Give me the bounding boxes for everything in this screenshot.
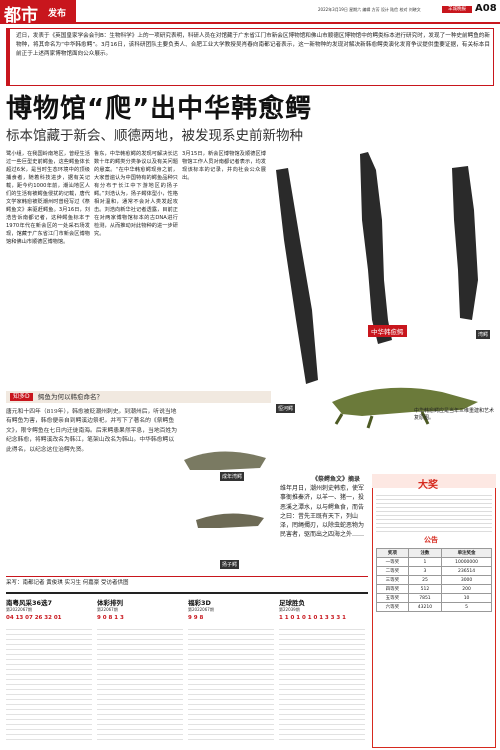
- ad-table-cell: 五等奖: [376, 593, 409, 603]
- ad-title: 大奖: [418, 480, 438, 491]
- label-young-croc: 扬子鳄: [220, 560, 240, 569]
- label-gharial: 恒河鳄: [276, 404, 296, 413]
- lottery-detail: [188, 625, 274, 743]
- ad-table-cell: 25: [407, 575, 443, 585]
- ad-table-header: 单注奖金: [441, 548, 492, 558]
- lottery-issue: 第22067期: [97, 607, 118, 612]
- lottery-detail: [97, 625, 183, 743]
- lottery-numbers: 1 1 0 1 0 1 0 1 3 3 3 1: [279, 615, 346, 621]
- knowmore-title: 鳄鱼为何以韩愈命名？: [38, 393, 103, 401]
- masthead-rule: [76, 22, 500, 24]
- ad-table-cell: 1: [407, 557, 443, 567]
- lottery-detail: [279, 625, 365, 743]
- knowmore-text: 唐元和十四年（819年），韩愈被贬潮州刺史。到潮州后，听说当地有鳄鱼为害，韩愈便…: [6, 409, 178, 453]
- knowmore-tag: 知多D: [10, 393, 33, 401]
- ad-body-text: [376, 492, 492, 532]
- lead-accent: [6, 28, 10, 86]
- ad-table-cell: 3: [407, 566, 443, 576]
- label-saltwater-croc: 湾鳄: [476, 330, 491, 339]
- lottery-numbers: 04 13 07 26 32 01: [6, 615, 62, 621]
- date-line: 2022年3月19日 星期六 编辑 方芳 设计 陆俭 校对 刘晓文: [318, 7, 421, 12]
- ad-table-cell: 43210: [407, 602, 443, 612]
- quote-text: 维年月日，潮州刺史韩愈，使军事衙推秦济，以羊一、猪一，投恶溪之潭水，以与鳄鱼食，…: [280, 485, 365, 539]
- ad-table-cell: 一等奖: [376, 557, 409, 567]
- croc-illustrations: [180, 400, 270, 570]
- ad-table-cell: 二等奖: [376, 566, 409, 576]
- ad-table-cell: 512: [407, 584, 443, 594]
- body-column-2: 鲁东，中华韩愈鳄的发现可解决长达数十年的鳄类分类争议以及有关问题的悬案。“在中华…: [94, 151, 178, 237]
- paper-badge: 羊城晚报: [442, 6, 472, 13]
- ad-table-cell: 六等奖: [376, 602, 409, 612]
- subheadline: 标本馆藏于新会、顺德两地，被发现系史前新物种: [6, 128, 303, 144]
- credits: 采写：南都记者 黄俊琪 实习生 何嘉豪 受访者供图: [6, 580, 129, 586]
- lottery-numbers: 9 0 8 1 3: [97, 615, 124, 621]
- body-column-3: 3月15日，新会区博物馆及顺德区博物馆工作人员对南都记者表示，均发现该标本的记录…: [182, 151, 266, 181]
- credits-rule: [6, 576, 368, 577]
- body-column-1: 鹭小组，在我国岭南地区，曾经生活过一些巨型史前鳄鱼，这些鳄鱼体长超过6米，是当时…: [6, 151, 90, 245]
- lottery-strip: [6, 592, 368, 746]
- label-han-yu-croc: 中华韩愈鳄: [368, 325, 407, 337]
- knowmore-header: [6, 391, 271, 403]
- section-flag: [0, 0, 76, 24]
- quote-title: 《祭鳄鱼文》摘录: [312, 476, 361, 483]
- ad-table-cell: 10: [441, 593, 492, 603]
- specimen-illustration: [276, 152, 478, 429]
- page-number: A08: [475, 3, 497, 14]
- lottery-name: 南粤风采36选7: [6, 599, 53, 607]
- lottery-detail: [6, 625, 92, 743]
- specimen-caption: 中华韩愈鳄应是当年三维重建和艺术复原图。: [414, 408, 495, 421]
- ad-table-cell: 三等奖: [376, 575, 409, 585]
- ad-subtitle: 公告: [424, 536, 438, 544]
- ad-table-cell: 3000: [441, 575, 492, 585]
- lead-text: 近日，发表于《英国皇家学会会刊B：生物科学》上的一项研究表明，科研人员在对馆藏于…: [16, 33, 490, 57]
- lottery-numbers: 9 9 8: [188, 615, 204, 621]
- ad-table-cell: 5: [441, 602, 492, 612]
- ad-table-cell: 200: [441, 584, 492, 594]
- headline: 博物馆“爬”出中华韩愈鳄: [6, 94, 313, 124]
- ad-table-header: 奖项: [376, 548, 409, 558]
- section-title: 都市: [4, 6, 38, 26]
- ad-table-cell: 四等奖: [376, 584, 409, 594]
- ad-header: [372, 474, 496, 488]
- lottery-issue: 第2022067期: [6, 607, 32, 612]
- lottery-issue: 第2022067期: [188, 607, 214, 612]
- ad-table-cell: 10000000: [441, 557, 492, 567]
- ad-table-cell: 7851: [407, 593, 443, 603]
- lottery-issue: 第22039期: [279, 607, 300, 612]
- lottery-name: 足球胜负: [279, 599, 305, 607]
- ad-table-cell: 236514: [441, 566, 492, 576]
- section-subtitle: 发布: [48, 9, 67, 19]
- label-adult-croc: 成年湾鳄: [220, 472, 245, 481]
- lottery-name: 福彩3D: [188, 599, 211, 607]
- ad-table-header: 注数: [407, 548, 443, 558]
- lottery-name: 体彩排列: [97, 599, 123, 607]
- specimen-photo: [272, 140, 494, 470]
